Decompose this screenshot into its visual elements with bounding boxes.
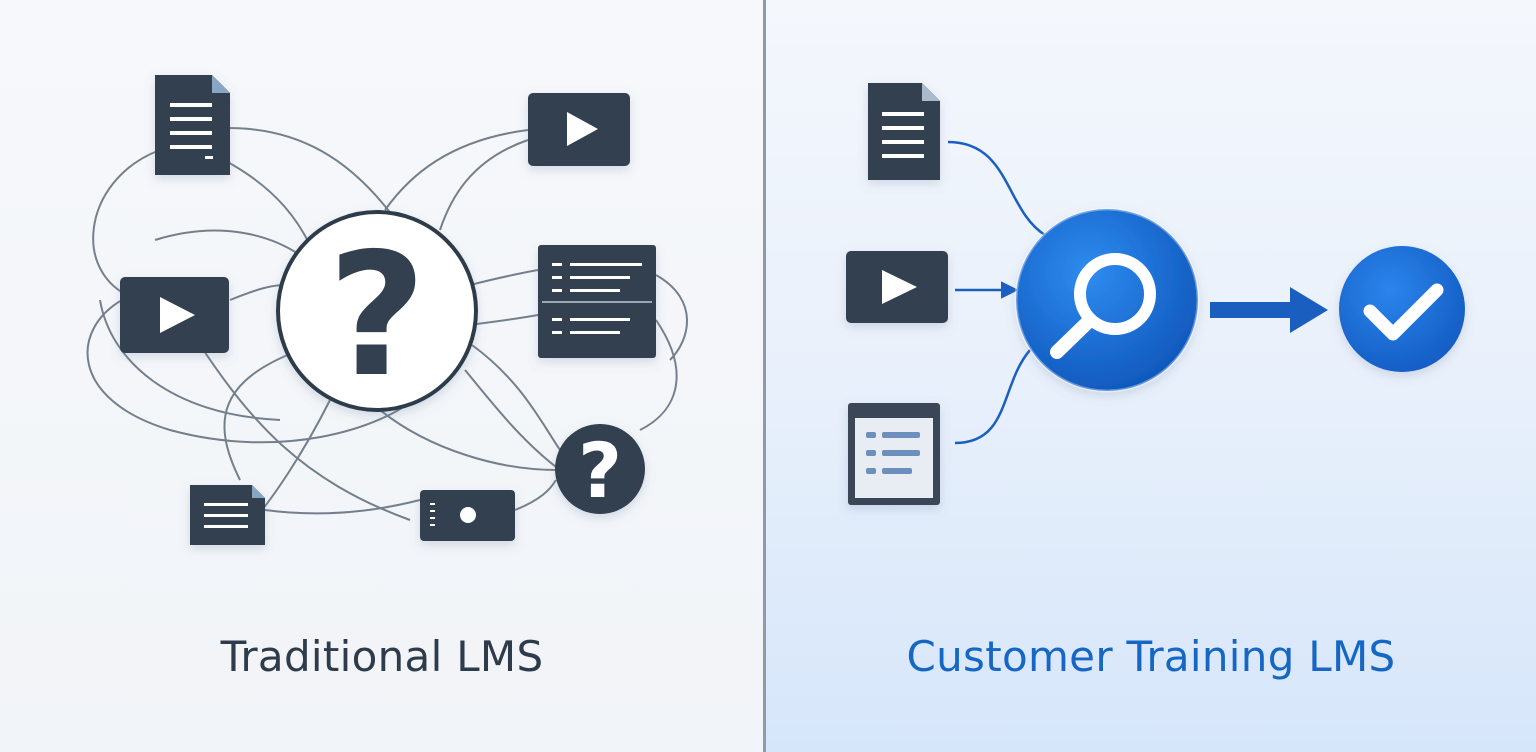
content-list-icon (538, 245, 656, 358)
document-icon (868, 83, 940, 180)
checkmark-icon (1339, 246, 1465, 372)
media-icon (420, 490, 515, 541)
search-icon (1014, 207, 1200, 393)
video-icon (846, 251, 948, 323)
video-icon (120, 277, 229, 353)
question-mark-small: ? (578, 426, 622, 515)
input-connectors (947, 140, 1046, 445)
panel-divider (763, 0, 766, 752)
list-form-icon (848, 403, 940, 505)
arrow-right-icon (1210, 287, 1328, 333)
video-icon (528, 93, 630, 166)
tangled-connections (86, 127, 688, 521)
question-icon: ? (276, 210, 478, 415)
question-icon: ? (555, 424, 645, 515)
traditional-lms-caption: Traditional LMS (220, 632, 544, 681)
document-icon (190, 485, 265, 545)
question-mark: ? (328, 217, 427, 415)
customer-training-lms-caption: Customer Training LMS (906, 632, 1396, 681)
document-icon (155, 75, 230, 175)
